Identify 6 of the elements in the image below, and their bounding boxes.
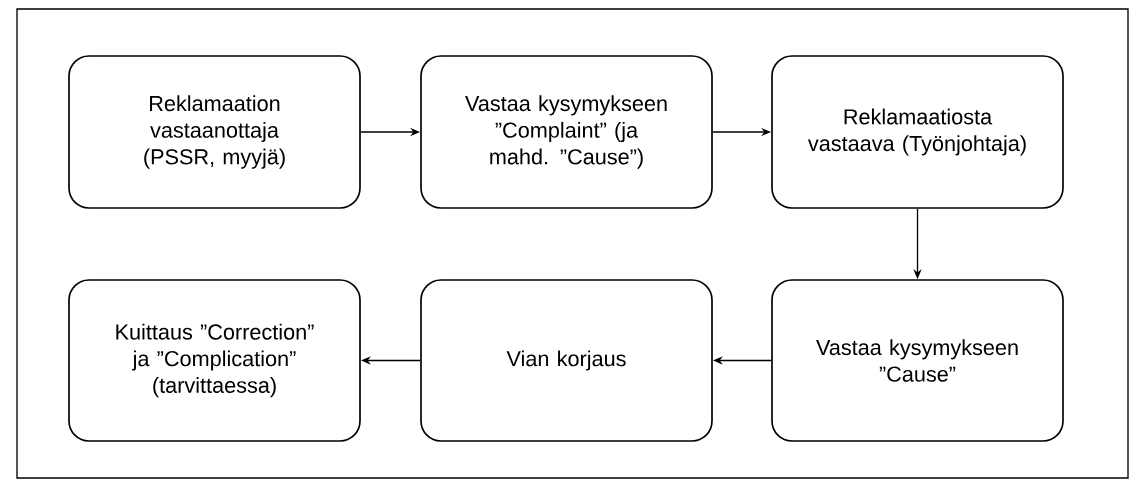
process-box: Vastaa kysymykseen ”Complaint” (ja mahd. ”Cause”) (420, 55, 713, 209)
process-box: Kuittaus ”Correction” ja ”Complication” (tarvittaessa) (68, 279, 361, 442)
process-box: Reklamaatiosta vastaava (Työnjohtaja) (771, 55, 1064, 209)
process-box: Reklamaation vastaanottaja (PSSR, myyjä) (68, 55, 361, 209)
process-box: Vian korjaus (420, 279, 713, 442)
process-box: Vastaa kysymykseen ”Cause” (771, 279, 1064, 442)
